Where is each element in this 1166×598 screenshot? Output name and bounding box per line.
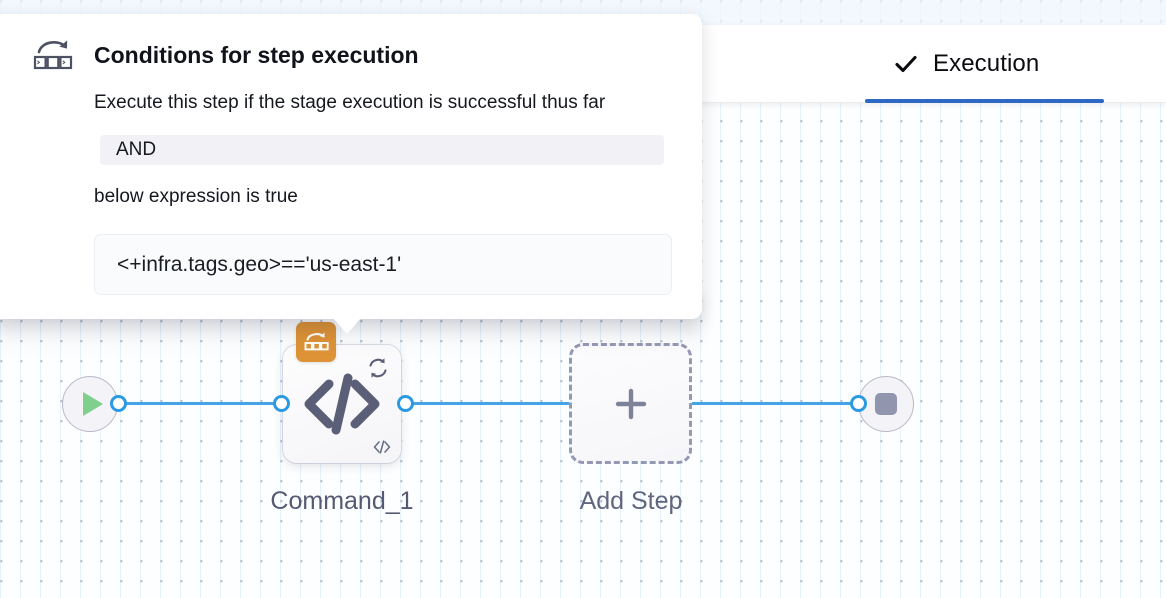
step-node-command-1[interactable] — [283, 322, 401, 463]
retry-loop-icon — [363, 353, 393, 383]
condition-expression-field[interactable]: <+infra.tags.geo>=='us-east-1' — [94, 234, 672, 295]
condition-operator-field[interactable]: AND — [100, 135, 664, 165]
shell-script-icon — [296, 322, 336, 362]
popover-title: Conditions for step execution — [94, 42, 419, 68]
tab-execution[interactable]: Execution — [863, 25, 1069, 103]
play-icon — [83, 392, 103, 416]
end-node[interactable] — [858, 376, 914, 432]
port-start-output[interactable] — [110, 395, 127, 412]
wire-step-to-add — [405, 402, 575, 405]
add-step-caption[interactable]: Add Step — [579, 487, 683, 515]
port-end-input[interactable] — [850, 395, 867, 412]
popover-description-line-1: Execute this step if the stage execution… — [94, 92, 606, 113]
popover-description-line-2: below expression is true — [94, 186, 298, 207]
code-icon — [283, 345, 401, 463]
popover-tail — [333, 318, 361, 334]
tab-execution-label: Execution — [933, 50, 1040, 77]
port-step-input[interactable] — [273, 395, 290, 412]
wire-start-to-step — [122, 402, 287, 405]
add-step-button[interactable] — [569, 343, 692, 464]
step-node-caption: Command_1 — [270, 487, 414, 515]
check-icon — [893, 51, 919, 77]
plus-icon — [615, 388, 646, 419]
wire-add-to-end — [690, 402, 865, 405]
shell-script-icon-popover — [32, 36, 74, 74]
stop-icon — [875, 393, 897, 415]
port-step-output[interactable] — [397, 395, 414, 412]
active-tab-underline — [865, 99, 1104, 103]
code-icon-mini — [372, 437, 392, 457]
